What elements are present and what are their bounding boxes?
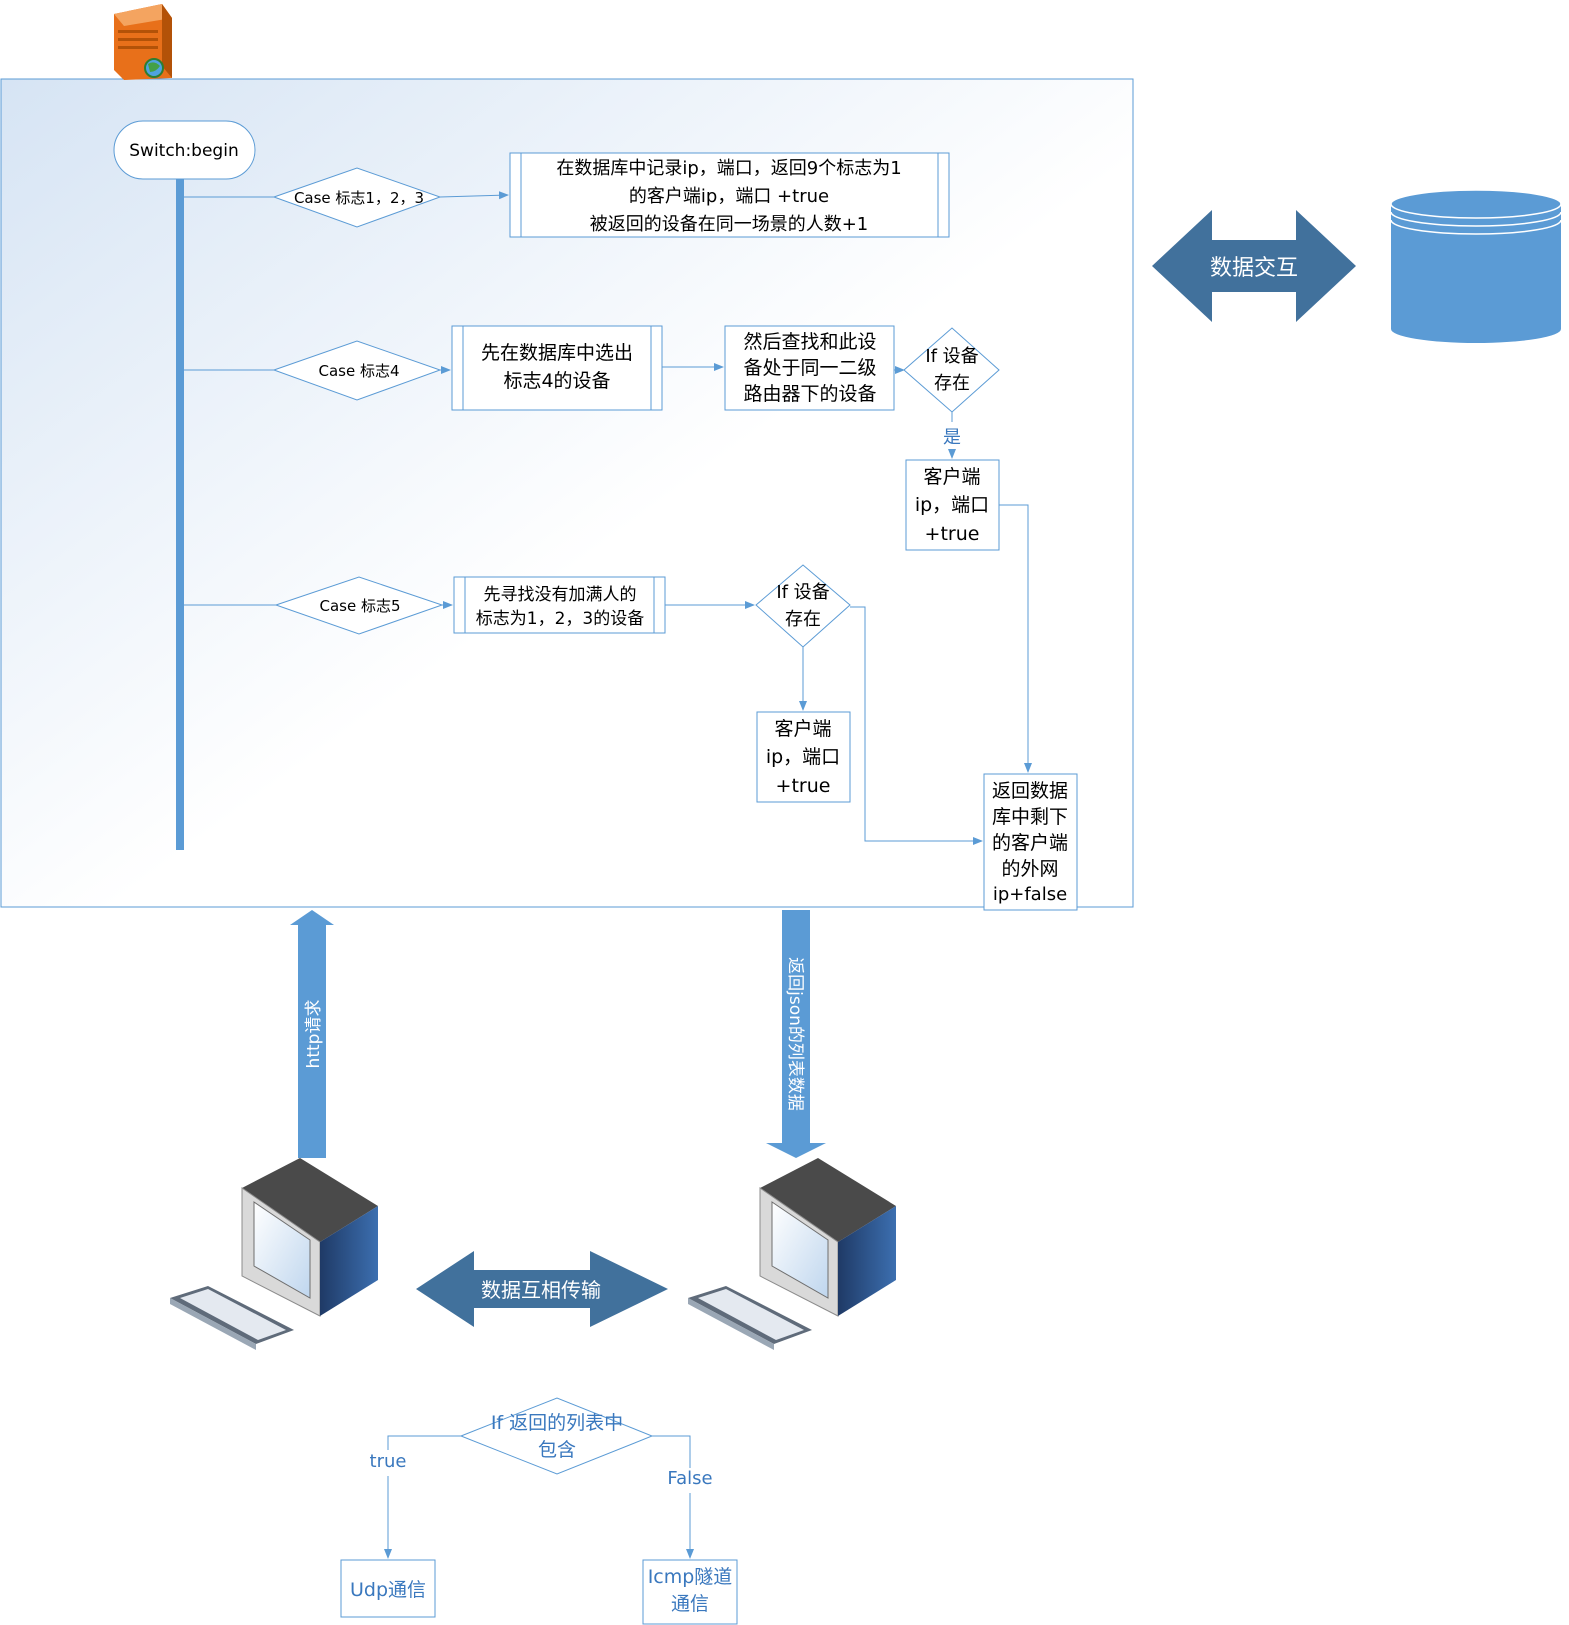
case-4-result-box: 客户端 ip，端口 +true: [905, 459, 1000, 551]
udp-box: Udp通信: [340, 1559, 436, 1618]
http-request-label: http请求: [304, 1000, 324, 1069]
switch-begin-node: Switch:begin: [113, 120, 256, 180]
case-4-select-box: 先在数据库中选出 标志4的设备: [451, 325, 663, 411]
fallback-line-3: 的客户端: [992, 832, 1068, 854]
case-123-box-line-2: 的客户端ip，端口 +true: [629, 186, 829, 207]
case-5-search-box: 先寻找没有加满人的 标志为1，2，3的设备: [453, 576, 666, 634]
case-5-exists-line-2: 存在: [785, 609, 821, 630]
connector: [439, 191, 509, 200]
peer-transfer-label: 数据互相传输: [481, 1278, 601, 1302]
case-4-yes-label: 是: [943, 427, 961, 448]
icmp-line-1: Icmp隧道: [648, 1566, 733, 1588]
case-5-search-line-1: 先寻找没有加满人的: [484, 585, 637, 605]
server-icon: [114, 4, 172, 80]
fallback-line-1: 返回数据: [992, 780, 1068, 802]
case-4-select-line-1: 先在数据库中选出: [481, 342, 633, 364]
case-5-result-line-2: ip，端口: [766, 746, 840, 768]
case-4-exists-line-2: 存在: [934, 373, 970, 394]
case-123-box-line-3: 被返回的设备在同一场景的人数+1: [590, 214, 869, 235]
case-5-exists-decision: If 设备 存在: [755, 564, 851, 648]
case-4-select-line-2: 标志4的设备: [503, 370, 610, 392]
case-5-exists-line-1: If 设备: [776, 582, 829, 603]
case-4-search-line-2: 备处于同一二级: [743, 357, 876, 379]
case-4-label: Case 标志4: [318, 362, 399, 380]
true-label: true: [370, 1451, 407, 1472]
database-icon: [1390, 189, 1562, 343]
case-4-search-line-1: 然后查找和此设: [743, 331, 876, 353]
peer-transfer-arrow: 数据互相传输: [416, 1251, 668, 1327]
fallback-line-4: 的外网: [1001, 858, 1058, 880]
switch-bar: [176, 179, 184, 850]
connector: [999, 504, 1032, 773]
case-4-exists-line-1: If 设备: [925, 346, 978, 367]
icmp-box: Icmp隧道 通信: [642, 1559, 738, 1625]
return-json-label: 返回json的列表数据: [785, 957, 805, 1111]
false-label: False: [667, 1468, 712, 1489]
case-123-label: Case 标志1，2，3: [294, 189, 424, 207]
fallback-line-2: 库中剩下: [992, 806, 1068, 828]
connector: [850, 606, 983, 845]
data-exchange-arrow: 数据交互: [1152, 210, 1356, 322]
case-4-result-line-3: +true: [925, 523, 980, 545]
case-4-result-line-1: 客户端: [923, 466, 980, 488]
case-5-result-line-3: +true: [776, 775, 831, 797]
fallback-box: 返回数据 库中剩下 的客户端 的外网 ip+false: [983, 773, 1078, 911]
data-exchange-label: 数据交互: [1210, 256, 1298, 281]
connector: [387, 1435, 461, 1450]
switch-begin-label: Switch:begin: [129, 141, 238, 161]
return-json-arrow: 返回json的列表数据: [766, 910, 826, 1158]
case-123-box-line-1: 在数据库中记录ip，端口，返回9个标志为1: [556, 158, 901, 179]
fallback-line-5: ip+false: [993, 884, 1067, 905]
udp-label: Udp通信: [350, 1579, 426, 1601]
case-5-search-line-2: 标志为1，2，3的设备: [476, 609, 644, 629]
bottom-decision-line-1: If 返回的列表中: [491, 1412, 623, 1434]
case-4-exists-decision: If 设备 存在: [903, 327, 1000, 413]
bottom-decision: If 返回的列表中 包含: [459, 1397, 654, 1475]
case-5-result-line-1: 客户端: [774, 718, 831, 740]
http-request-arrow: http请求: [290, 910, 334, 1158]
case-5-result-box: 客户端 ip，端口 +true: [756, 711, 851, 803]
icmp-line-2: 通信: [671, 1593, 709, 1615]
case-123-process-box: 在数据库中记录ip，端口，返回9个标志为1 的客户端ip，端口 +true 被返…: [509, 152, 950, 238]
case-4-search-box: 然后查找和此设 备处于同一二级 路由器下的设备: [724, 325, 895, 411]
case-4-result-line-2: ip，端口: [915, 494, 989, 516]
case-4-search-line-3: 路由器下的设备: [743, 383, 876, 405]
case-5-label: Case 标志5: [319, 597, 400, 615]
desktop-computer-icon: [170, 1158, 378, 1350]
desktop-computer-icon: [688, 1158, 896, 1350]
bottom-decision-line-2: 包含: [538, 1439, 576, 1461]
connector: [652, 1435, 691, 1468]
